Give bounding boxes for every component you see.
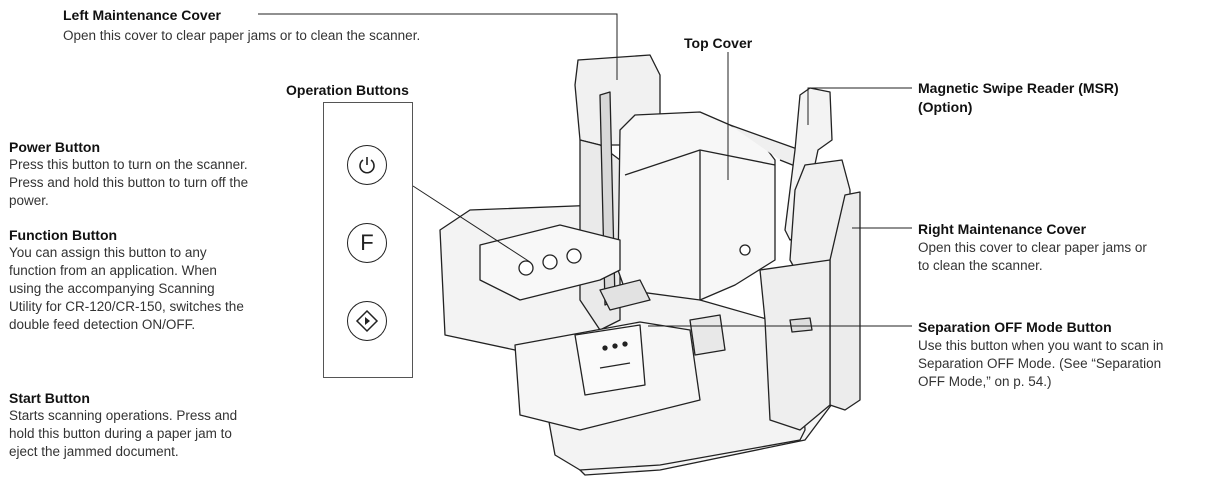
leader-operation-panel <box>412 185 531 263</box>
start-button-title: Start Button <box>9 390 90 406</box>
right-maintenance-cover-title: Right Maintenance Cover <box>918 221 1087 237</box>
start-button[interactable] <box>347 301 387 341</box>
right-maintenance-cover-desc-2: to clean the scanner. <box>918 258 1043 273</box>
power-button-desc-1: Press this button to turn on the scanner… <box>9 157 248 172</box>
leader-msr <box>807 87 912 125</box>
operation-buttons-title: Operation Buttons <box>286 82 409 98</box>
function-icon: F <box>360 230 374 255</box>
top-cover <box>617 111 776 301</box>
separation-off-dot-3 <box>622 341 628 347</box>
start-button-desc-1: Starts scanning operations. Press and <box>9 408 238 423</box>
power-button-desc-2: Press and hold this button to turn off t… <box>9 175 249 190</box>
left-maintenance-cover-title: Left Maintenance Cover <box>63 7 221 23</box>
separation-off-desc-3: OFF Mode,” on p. 54.) <box>918 374 1052 389</box>
top-cover-title: Top Cover <box>684 35 753 51</box>
msr-title-line2: (Option) <box>918 99 973 115</box>
msr-title-line1: Magnetic Swipe Reader (MSR) <box>918 80 1119 96</box>
power-button-title: Power Button <box>9 139 100 155</box>
separation-off-desc-2: Separation OFF Mode. (See “Separation <box>918 356 1162 371</box>
power-button-desc-3: power. <box>9 193 49 208</box>
left-maintenance-cover-desc: Open this cover to clear paper jams or t… <box>63 28 421 43</box>
panel-button-3 <box>566 248 582 264</box>
leader-left-maintenance <box>258 13 618 80</box>
panel-button-1 <box>518 260 534 276</box>
function-button-desc-1: You can assign this button to any <box>9 245 207 260</box>
separation-off-title: Separation OFF Mode Button <box>918 319 1112 335</box>
start-button-desc-2: hold this button during a paper jam to <box>9 426 232 441</box>
power-button[interactable] <box>347 145 387 185</box>
function-button[interactable]: F <box>347 223 387 263</box>
function-button-desc-2: function from an application. When <box>9 263 217 278</box>
separation-off-panel <box>574 324 646 396</box>
power-icon <box>359 157 375 174</box>
separation-off-dot-2 <box>612 343 618 349</box>
function-button-title: Function Button <box>9 227 118 243</box>
operation-buttons-panel: F <box>323 102 413 378</box>
start-icon <box>355 309 379 333</box>
start-button-desc-3: eject the jammed document. <box>9 444 179 459</box>
function-button-desc-3: using the accompanying Scanning <box>9 281 215 296</box>
separation-off-dot-1 <box>602 345 608 351</box>
right-maintenance-cover-desc-1: Open this cover to clear paper jams or <box>918 240 1147 255</box>
separation-off-desc-1: Use this button when you want to scan in <box>918 338 1164 353</box>
panel-button-2 <box>542 254 558 270</box>
function-button-desc-4: Utility for CR-120/CR-150, switches the <box>9 299 244 314</box>
function-button-desc-5: double feed detection ON/OFF. <box>9 317 196 332</box>
